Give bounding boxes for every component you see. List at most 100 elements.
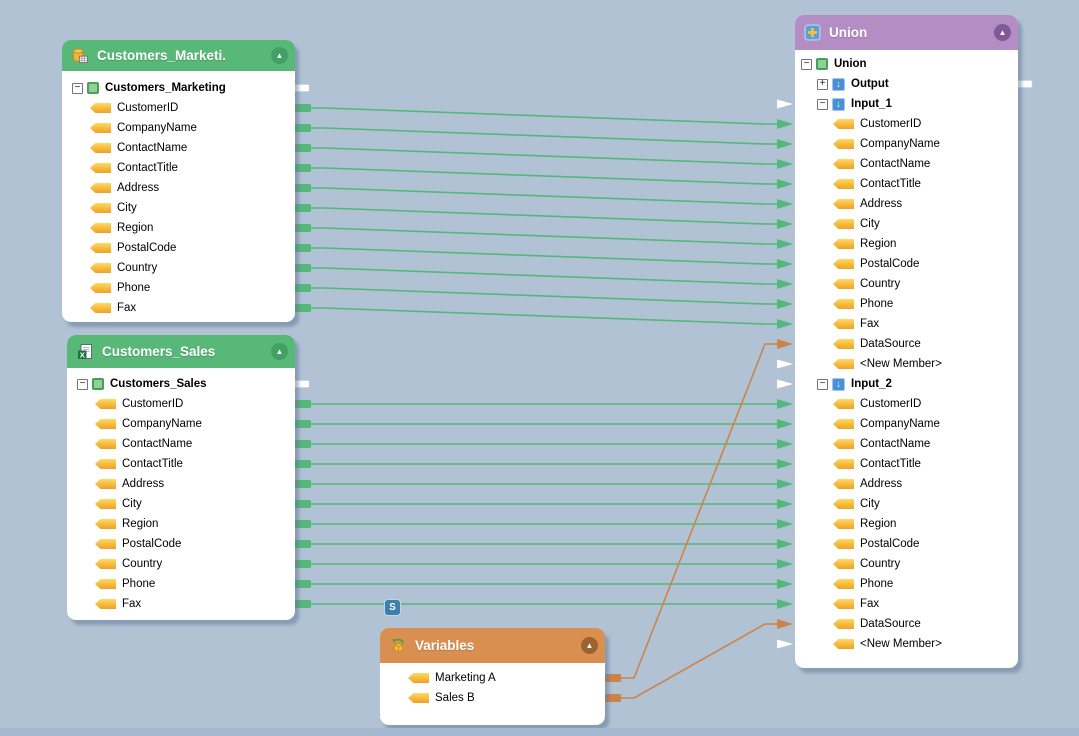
tree-row[interactable]: Phone (795, 574, 1018, 594)
connection-line[interactable] (621, 624, 779, 698)
tree-row[interactable]: ContactName (795, 154, 1018, 174)
component-header[interactable]: Customers_Marketi. ▲ (62, 40, 295, 71)
input-connector-arrow[interactable] (777, 199, 793, 209)
connection-line[interactable] (311, 108, 779, 124)
tree-row[interactable]: ContactName (795, 434, 1018, 454)
input-connector-arrow[interactable] (777, 479, 793, 489)
input-connector-arrow[interactable] (777, 119, 793, 129)
component-header[interactable]: Union ▲ (795, 15, 1018, 50)
component-header[interactable]: Variables ▲ (380, 628, 605, 663)
tree-row[interactable]: City (795, 494, 1018, 514)
input-connector-arrow[interactable] (777, 559, 793, 569)
tree-row[interactable]: City (62, 198, 295, 218)
tree-row[interactable]: City (795, 214, 1018, 234)
tree-row[interactable]: <New Member> (795, 354, 1018, 374)
connection-line[interactable] (311, 268, 779, 284)
connection-line[interactable] (311, 308, 779, 324)
connection-line[interactable] (311, 208, 779, 224)
tree-row[interactable]: PostalCode (795, 534, 1018, 554)
collapse-node-icon[interactable]: − (72, 83, 83, 94)
tree-row[interactable]: Sales B (380, 688, 605, 708)
tree-row[interactable]: Phone (67, 574, 295, 594)
tree-row[interactable]: Country (795, 274, 1018, 294)
component-customers-marketing[interactable]: Customers_Marketi. ▲ −Customers_Marketin… (62, 40, 295, 322)
tree-row[interactable]: −↓Input_1 (795, 94, 1018, 114)
tree-row[interactable]: Phone (62, 278, 295, 298)
tree-row[interactable]: −Customers_Marketing (62, 78, 295, 98)
component-customers-sales[interactable]: X Customers_Sales ▲ −Customers_SalesCust… (67, 335, 295, 620)
tree-row[interactable]: CompanyName (62, 118, 295, 138)
tree-row[interactable]: −↓Input_2 (795, 374, 1018, 394)
tree-row[interactable]: Region (795, 234, 1018, 254)
tree-row[interactable]: <New Member> (795, 634, 1018, 654)
tree-row[interactable]: ContactName (62, 138, 295, 158)
connection-line[interactable] (311, 188, 779, 204)
input-connector-arrow[interactable] (777, 539, 793, 549)
tree-row[interactable]: CustomerID (795, 114, 1018, 134)
connection-line[interactable] (311, 128, 779, 144)
tree-row[interactable]: PostalCode (67, 534, 295, 554)
tree-row[interactable]: Fax (62, 298, 295, 318)
input-connector-arrow[interactable] (777, 399, 793, 409)
expand-node-icon[interactable]: + (817, 79, 828, 90)
tree-row[interactable]: ContactName (67, 434, 295, 454)
tree-row[interactable]: Fax (67, 594, 295, 614)
tree-row[interactable]: Country (62, 258, 295, 278)
input-connector-arrow[interactable] (777, 599, 793, 609)
tree-row[interactable]: Region (795, 514, 1018, 534)
input-connector-arrow[interactable] (777, 219, 793, 229)
scope-badge[interactable]: S (384, 599, 401, 616)
tree-row[interactable]: CompanyName (67, 414, 295, 434)
collapse-node-icon[interactable]: − (817, 99, 828, 110)
tree-row[interactable]: Region (67, 514, 295, 534)
tree-row[interactable]: CompanyName (795, 134, 1018, 154)
collapse-node-icon[interactable]: − (817, 379, 828, 390)
tree-row[interactable]: ContactTitle (795, 174, 1018, 194)
tree-row[interactable]: Country (67, 554, 295, 574)
tree-row[interactable]: CustomerID (795, 394, 1018, 414)
connection-line[interactable] (311, 228, 779, 244)
connection-line[interactable] (311, 168, 779, 184)
tree-row[interactable]: Country (795, 554, 1018, 574)
collapse-button[interactable]: ▲ (271, 47, 288, 64)
tree-row[interactable]: CustomerID (67, 394, 295, 414)
component-variables[interactable]: Variables ▲ Marketing ASales B (380, 628, 605, 725)
collapse-button[interactable]: ▲ (271, 343, 288, 360)
tree-row[interactable]: Address (62, 178, 295, 198)
input-connector-arrow[interactable] (777, 259, 793, 269)
input-connector-arrow[interactable] (777, 380, 793, 389)
tree-row[interactable]: Address (795, 474, 1018, 494)
tree-row[interactable]: CustomerID (62, 98, 295, 118)
tree-row[interactable]: ContactTitle (62, 158, 295, 178)
tree-row[interactable]: Marketing A (380, 668, 605, 688)
connection-line[interactable] (311, 148, 779, 164)
tree-row[interactable]: Fax (795, 594, 1018, 614)
tree-row[interactable]: ContactTitle (795, 454, 1018, 474)
collapse-button[interactable]: ▲ (994, 24, 1011, 41)
input-connector-arrow[interactable] (777, 319, 793, 329)
input-connector-arrow[interactable] (777, 439, 793, 449)
connection-line[interactable] (311, 248, 779, 264)
input-connector-arrow[interactable] (777, 459, 793, 469)
input-connector-arrow[interactable] (777, 579, 793, 589)
tree-row[interactable]: DataSource (795, 614, 1018, 634)
input-connector-arrow[interactable] (777, 179, 793, 189)
input-connector-arrow[interactable] (777, 159, 793, 169)
tree-row[interactable]: −Union (795, 54, 1018, 74)
input-connector-arrow[interactable] (777, 519, 793, 529)
input-connector-arrow[interactable] (777, 299, 793, 309)
input-connector-arrow[interactable] (777, 239, 793, 249)
component-union[interactable]: Union ▲ −Union+↓Output−↓Input_1CustomerI… (795, 15, 1018, 668)
tree-row[interactable]: PostalCode (795, 254, 1018, 274)
tree-row[interactable]: Fax (795, 314, 1018, 334)
tree-row[interactable]: Phone (795, 294, 1018, 314)
input-connector-arrow[interactable] (777, 360, 793, 369)
tree-row[interactable]: ContactTitle (67, 454, 295, 474)
connection-line[interactable] (621, 344, 779, 678)
tree-row[interactable]: CompanyName (795, 414, 1018, 434)
input-connector-arrow[interactable] (777, 619, 793, 629)
component-header[interactable]: X Customers_Sales ▲ (67, 335, 295, 368)
input-connector-arrow[interactable] (777, 279, 793, 289)
collapse-button[interactable]: ▲ (581, 637, 598, 654)
tree-row[interactable]: −Customers_Sales (67, 374, 295, 394)
